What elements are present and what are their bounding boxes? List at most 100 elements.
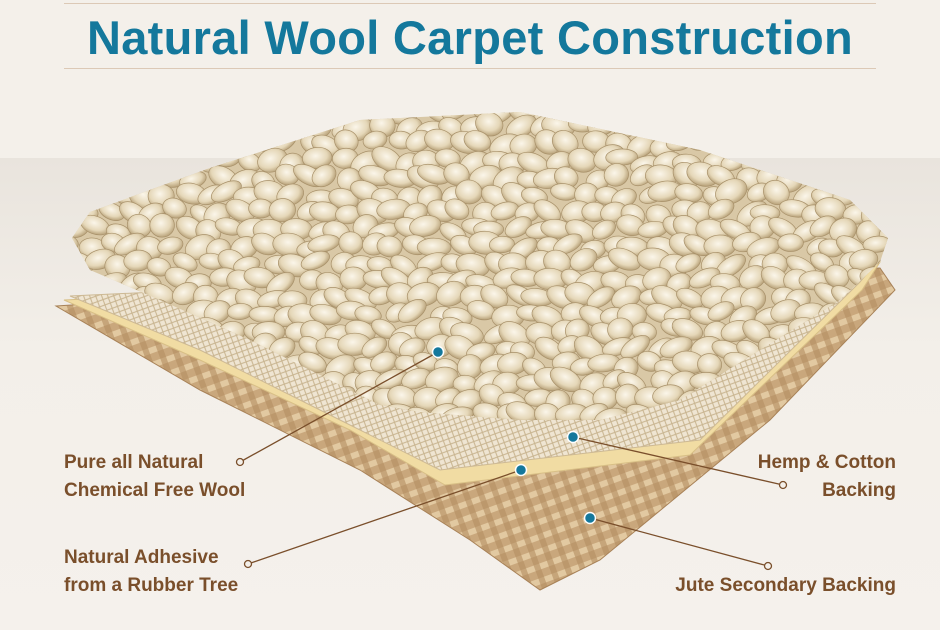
- wool-loop: [178, 118, 204, 137]
- wool-loop: [85, 351, 113, 373]
- wool-loop: [88, 134, 121, 153]
- leader-lines: [239, 351, 784, 567]
- wool-loop: [897, 389, 930, 412]
- wool-loop: [740, 287, 767, 312]
- wool-loop: [72, 267, 77, 292]
- marker-wool: [431, 345, 445, 359]
- wool-loop: [715, 178, 748, 205]
- wool-loop: [114, 128, 144, 152]
- label-wool-line2: Chemical Free Wool: [64, 480, 246, 501]
- wool-loop: [149, 213, 175, 238]
- wool-loop: [73, 164, 104, 184]
- wool-loop: [113, 369, 144, 395]
- wool-loop: [133, 112, 166, 120]
- wool-loop: [108, 386, 136, 406]
- marker-jute: [583, 511, 597, 525]
- wool-loop: [840, 132, 870, 158]
- wool-loop: [287, 112, 317, 118]
- wool-loop: [72, 112, 78, 120]
- wool-loop: [769, 114, 797, 133]
- wool-loop: [145, 145, 175, 172]
- wool-loop: [880, 117, 888, 140]
- wool-loop: [226, 112, 253, 121]
- wool-loop: [839, 112, 874, 118]
- wool-loop: [90, 112, 123, 121]
- wool-loop: [600, 112, 627, 120]
- wool-loop: [341, 112, 370, 120]
- wool-loop: [821, 371, 846, 392]
- wool-loop: [608, 247, 641, 271]
- wool-loop: [747, 132, 781, 158]
- wool-loop: [869, 168, 888, 189]
- wool-loop: [72, 387, 93, 414]
- wool-loop: [253, 120, 287, 138]
- wool-loop: [202, 135, 234, 160]
- wool-loop: [885, 230, 918, 261]
- label-hemp: Hemp & Cotton Backing: [758, 449, 896, 505]
- leader-wool: [239, 351, 439, 463]
- wool-loop: [280, 114, 308, 138]
- wool-loop: [504, 216, 532, 238]
- wool-loop: [97, 369, 126, 391]
- wool-loop: [114, 112, 142, 122]
- wool-loop: [887, 409, 888, 420]
- layer-markers: [431, 345, 597, 525]
- wool-loop: [708, 129, 738, 152]
- leader-end-adhesive: [243, 559, 253, 569]
- wool-loop: [404, 112, 432, 117]
- wool-loop: [436, 280, 467, 307]
- marker-hemp: [566, 430, 580, 444]
- label-adhesive: Natural Adhesive from a Rubber Tree: [64, 544, 238, 600]
- wool-loop: [268, 198, 296, 223]
- wool-loop: [881, 146, 888, 168]
- wool-loop: [862, 235, 888, 253]
- wool-loop: [106, 113, 135, 133]
- leader-jute: [589, 517, 769, 567]
- wool-loop: [767, 146, 799, 173]
- wool-loop: [592, 219, 616, 240]
- wool-loop: [80, 182, 107, 203]
- wool-loop: [123, 167, 148, 188]
- wool-loop: [211, 117, 239, 141]
- wool-loop: [859, 404, 888, 420]
- wool-loop: [876, 385, 888, 410]
- wool-loop: [859, 180, 885, 205]
- wool-loop: [72, 136, 78, 158]
- wool-loop: [72, 354, 95, 374]
- wool-loop: [76, 341, 102, 359]
- wool-loop: [734, 112, 762, 121]
- wool-loop: [887, 369, 888, 388]
- wool-loop: [806, 387, 835, 410]
- wool-loop: [704, 115, 733, 143]
- wool-loop: [158, 407, 185, 420]
- wool-loop: [804, 407, 830, 420]
- wool-loop: [843, 162, 871, 186]
- wool-loop: [275, 112, 302, 121]
- wool-loop: [875, 317, 888, 341]
- wool-loop: [892, 181, 924, 210]
- wool-loop: [777, 233, 804, 252]
- wool-loop: [756, 112, 783, 122]
- wool-loop: [889, 244, 927, 277]
- wool-loop: [87, 154, 113, 175]
- wool-loop: [895, 118, 923, 141]
- wool-loop: [816, 113, 843, 134]
- leader-end-jute: [763, 561, 773, 571]
- wool-loop: [684, 112, 709, 137]
- wool-loop: [78, 368, 109, 393]
- wool-loop: [140, 405, 167, 420]
- wool-loop: [740, 121, 771, 140]
- wool-loop: [186, 112, 213, 121]
- wool-loop: [187, 404, 219, 420]
- wool-loop: [157, 236, 184, 255]
- wool-loop: [842, 407, 868, 420]
- wool-loop: [72, 233, 79, 252]
- wool-loop: [882, 200, 888, 219]
- leader-end-wool: [235, 457, 245, 467]
- wool-loop: [134, 371, 162, 394]
- wool-loop: [226, 134, 253, 158]
- leader-end-hemp: [778, 480, 788, 490]
- label-jute-line1: Jute Secondary Backing: [675, 575, 896, 596]
- wool-loop: [850, 115, 884, 136]
